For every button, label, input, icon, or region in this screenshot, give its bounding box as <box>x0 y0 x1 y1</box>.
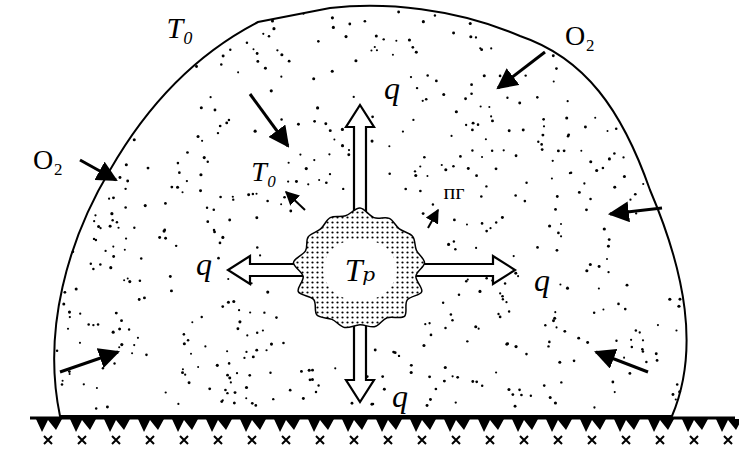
heat-flux-label: q <box>390 379 410 413</box>
oxygen-label: O₂ <box>31 145 65 175</box>
gas-label: пг <box>442 180 467 204</box>
heat-flux-arrows <box>228 105 515 402</box>
temperature-label: T₀ <box>249 157 278 187</box>
heat-flux-label: q <box>194 247 214 281</box>
stipple <box>56 11 682 410</box>
heat-flux-label: q <box>382 71 402 105</box>
heap-outline <box>54 6 686 416</box>
ground <box>30 418 739 444</box>
reaction-zone: Tₚ <box>285 200 435 340</box>
temperature-label: Tₚ <box>345 251 376 289</box>
heat-flux-label: q <box>532 263 552 297</box>
oxygen-label: O₂ <box>563 21 597 51</box>
oxygen-arrows <box>60 52 662 372</box>
temperature-label: T₀ <box>164 12 195 44</box>
